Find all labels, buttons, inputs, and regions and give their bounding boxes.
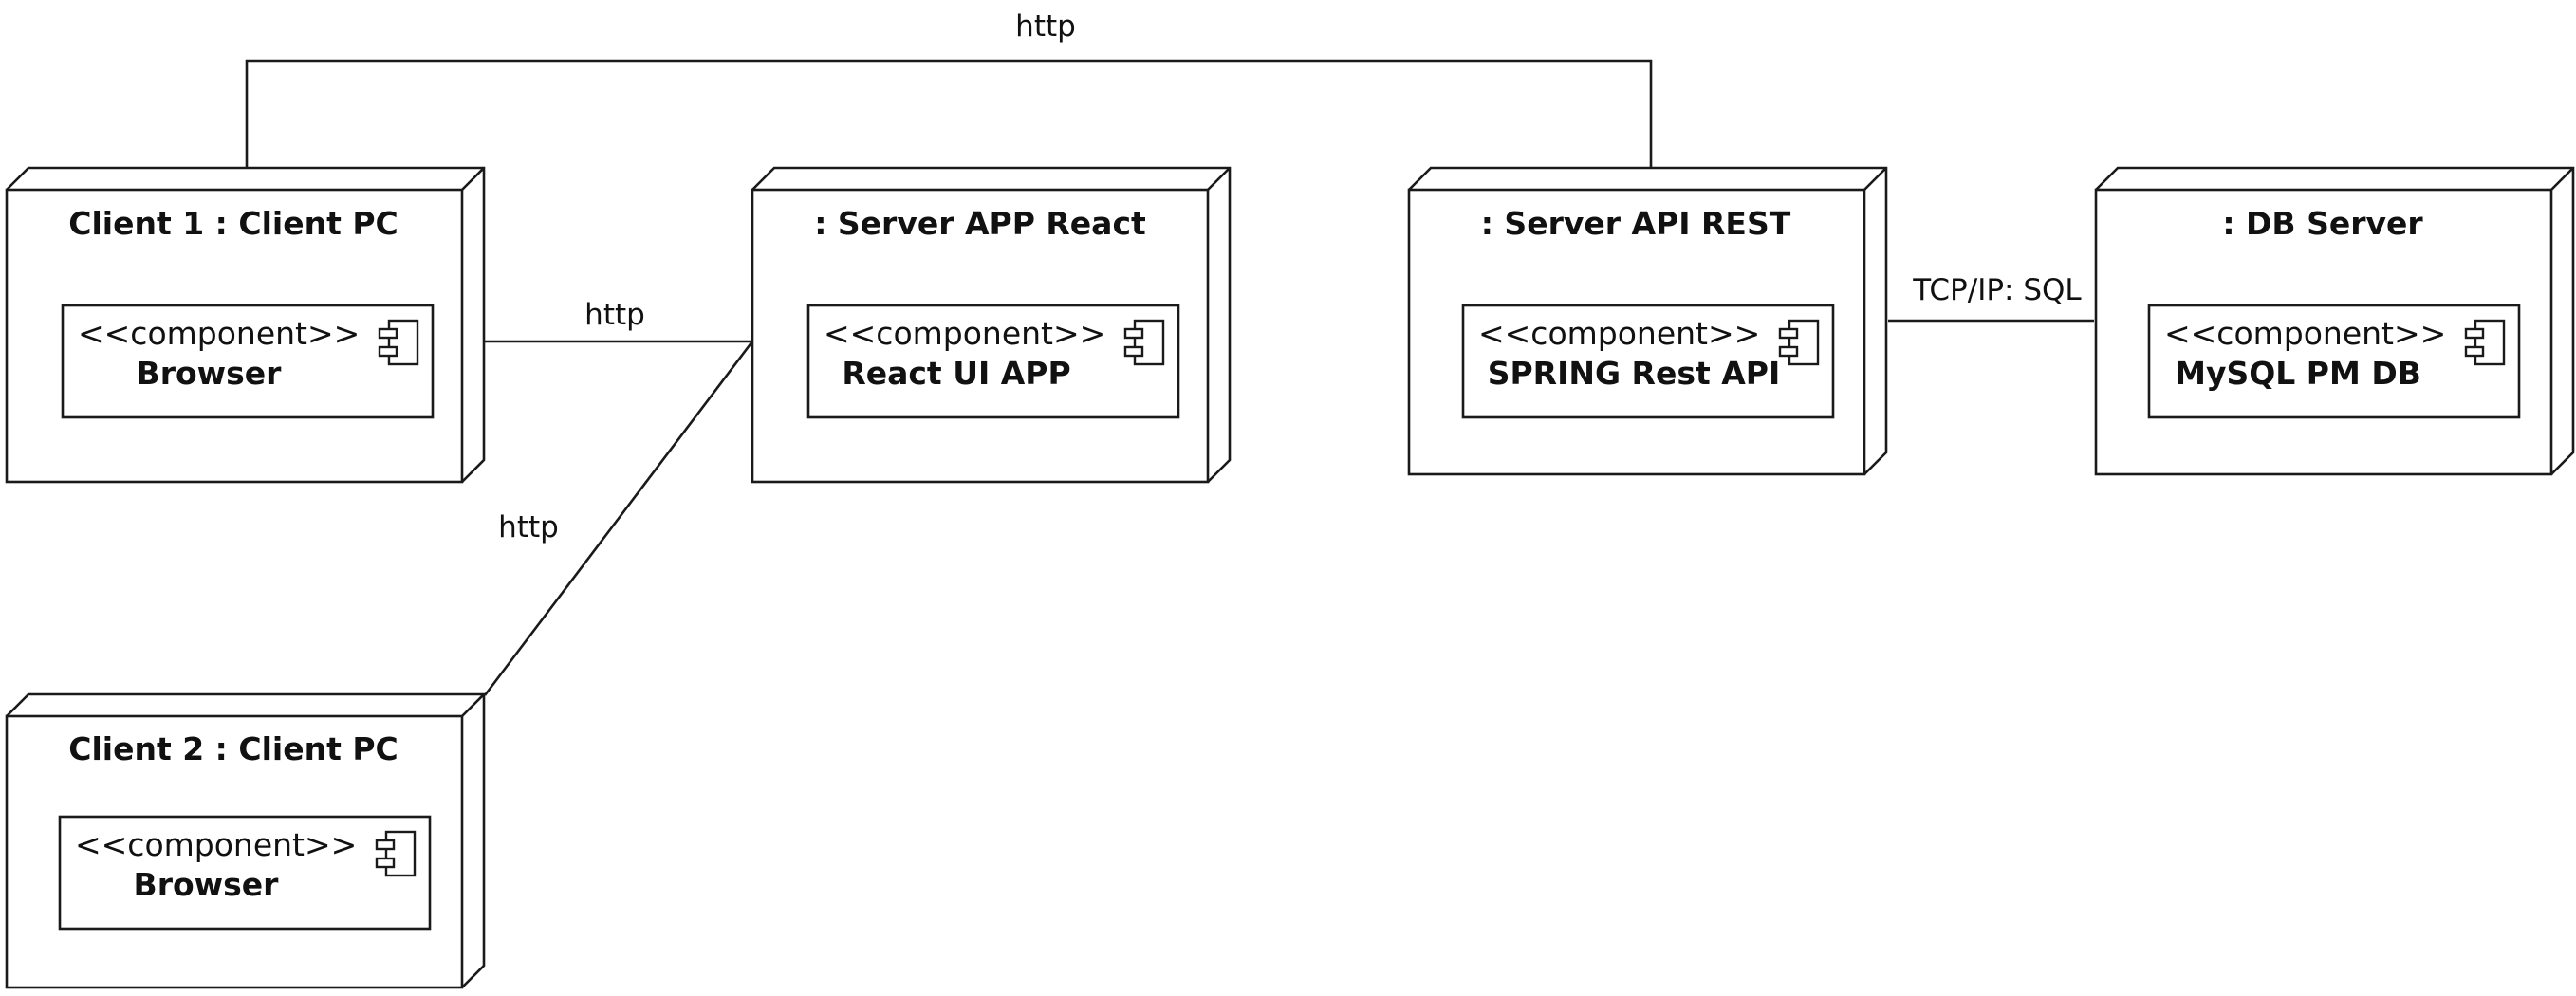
node-server-api[interactable]: : Server API REST <<component>> SPRING R… (1407, 166, 1888, 476)
component-icon (2464, 319, 2506, 366)
component-box (61, 304, 435, 419)
node-depth-client1 (6, 166, 486, 483)
component-spring-rest-api[interactable]: <<component>> SPRING Rest API (1461, 304, 1835, 419)
node-server-react[interactable]: : Server APP React <<component>> React U… (751, 166, 1232, 484)
node-title-server-api: : Server API REST (1481, 205, 1791, 242)
component-client1-browser[interactable]: <<component>> Browser (61, 304, 435, 419)
node-depth-server-react (751, 166, 1232, 483)
component-box (1461, 304, 1835, 419)
component-client2-browser[interactable]: <<component>> Browser (58, 815, 432, 931)
edge-label-api-db: TCP/IP: SQL (1912, 273, 2082, 307)
node-client2[interactable]: Client 2 : Client PC <<component>> Brows… (5, 692, 486, 989)
component-box (806, 304, 1180, 419)
component-name: React UI APP (842, 355, 1070, 392)
component-name: Browser (137, 355, 283, 392)
component-stereotype: <<component>> (1478, 315, 1760, 352)
edges (245, 59, 2094, 696)
component-mysql-pm-db[interactable]: <<component>> MySQL PM DB (2147, 304, 2521, 419)
component-stereotype: <<component>> (78, 315, 360, 352)
component-stereotype: <<component>> (75, 826, 357, 863)
component-stereotype: <<component>> (824, 315, 1105, 352)
node-db-server[interactable]: : DB Server <<component>> MySQL PM DB (2094, 166, 2575, 476)
node-depth-client2 (6, 692, 486, 988)
node-title-client2: Client 2 : Client PC (68, 730, 398, 767)
component-icon (378, 319, 419, 366)
node-depth-server-api (1408, 166, 1888, 475)
component-react-ui-app[interactable]: <<component>> React UI APP (806, 304, 1180, 419)
component-name: SPRING Rest API (1488, 355, 1781, 392)
node-title-client1: Client 1 : Client PC (68, 205, 398, 242)
edge-label-client1-api: http (1015, 9, 1076, 44)
node-title-server-react: : Server APP React (814, 205, 1146, 242)
node-title-db-server: : DB Server (2222, 205, 2423, 242)
edge-label-client2-react: http (498, 510, 559, 544)
edge-label-client1-react: http (584, 298, 645, 332)
edge-client2-react (483, 341, 754, 696)
component-stereotype: <<component>> (2164, 315, 2446, 352)
component-name: MySQL PM DB (2175, 355, 2421, 392)
component-name: Browser (134, 866, 280, 903)
node-client1[interactable]: Client 1 : Client PC <<component>> Brows… (5, 166, 486, 484)
component-box (2147, 304, 2521, 419)
component-icon (375, 830, 417, 877)
component-icon (1778, 319, 1820, 366)
edge-labels: http http http TCP/IP: SQL (498, 9, 2082, 544)
node-depth-db-server (2095, 166, 2575, 475)
component-box (58, 815, 432, 931)
component-icon (1123, 319, 1165, 366)
edge-client1-api (245, 59, 1653, 167)
